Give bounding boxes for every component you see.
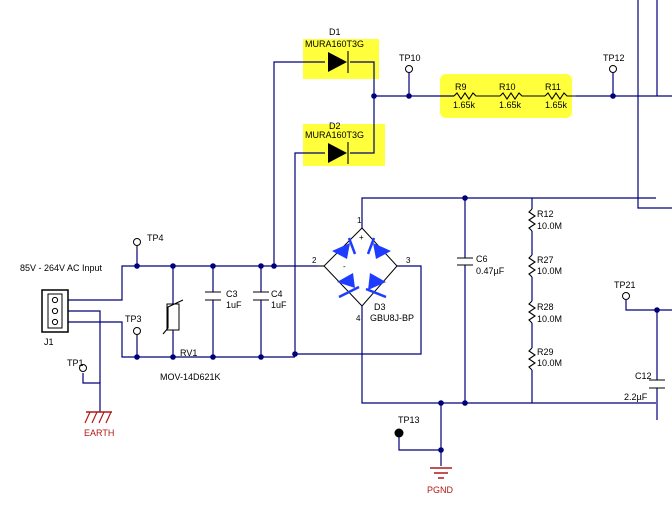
resistor-r27: R27 10.0M xyxy=(528,254,562,278)
diode-d2: D2 MURA160T3G xyxy=(305,121,364,164)
resistor-r29: R29 10.0M xyxy=(528,347,562,371)
tp21-label: TP21 xyxy=(614,280,636,290)
diode-d1: D1 MURA160T3G xyxy=(305,27,364,73)
c12-ref: C12 xyxy=(635,371,652,381)
r11-value: 1.65k xyxy=(545,100,568,110)
c4-value: 1uF xyxy=(271,300,287,310)
resistor-r11: R11 1.65k xyxy=(544,82,576,110)
rv1-value: MOV-14D621K xyxy=(160,372,221,382)
j1-label: J1 xyxy=(44,337,54,347)
r9-value: 1.65k xyxy=(453,100,476,110)
d1-value: MURA160T3G xyxy=(305,39,364,49)
tp21-marker: TP21 xyxy=(614,280,636,300)
capacitor-c4: C4 1uF xyxy=(253,289,287,310)
bridge-rectifier-d3: 1 2 3 4 + - D3 GBU8J-BP xyxy=(312,216,414,323)
resistor-r9: R9 1.65k xyxy=(453,82,500,110)
r12-value: 10.0M xyxy=(537,221,562,231)
d3-pin3: 3 xyxy=(406,256,411,265)
r28-ref: R28 xyxy=(537,302,554,312)
c6-ref: C6 xyxy=(476,254,488,264)
capacitor-c6: C6 0.47µF xyxy=(457,254,505,276)
tp13-label: TP13 xyxy=(398,415,420,425)
tp12-label: TP12 xyxy=(603,53,625,63)
d3-value: GBU8J-BP xyxy=(370,313,414,323)
connector-j1: J1 85V - 264V AC Input xyxy=(20,263,103,347)
tp10-label: TP10 xyxy=(399,53,421,63)
highlight-resistors xyxy=(440,74,572,118)
r27-value: 10.0M xyxy=(537,266,562,276)
tp3-marker: TP3 xyxy=(125,314,142,339)
r10-value: 1.65k xyxy=(499,100,522,110)
r27-ref: R27 xyxy=(537,255,554,265)
tp13-marker: TP13 xyxy=(394,415,420,438)
r29-ref: R29 xyxy=(537,347,554,357)
tp12-marker: TP12 xyxy=(603,53,625,73)
d2-value: MURA160T3G xyxy=(305,130,364,140)
tp10-marker: TP10 xyxy=(399,53,421,73)
r9-ref: R9 xyxy=(455,82,467,92)
c3-ref: C3 xyxy=(226,289,238,299)
resistor-r10: R10 1.65k xyxy=(499,82,545,110)
r10-ref: R10 xyxy=(499,82,516,92)
tp4-label: TP4 xyxy=(147,233,164,243)
test-points: TP10 TP12 TP4 TP3 TP1 TP13 TP21 xyxy=(67,53,636,438)
c6-value: 0.47µF xyxy=(476,266,505,276)
rv1-ref: RV1 xyxy=(180,348,197,358)
d3-minus: - xyxy=(343,262,346,271)
varistor-rv1: RV1 MOV-14D621K xyxy=(160,299,221,382)
capacitor-c3: C3 1uF xyxy=(205,289,242,310)
earth-ground-symbol: EARTH xyxy=(84,411,114,438)
r12-ref: R12 xyxy=(537,209,554,219)
d3-pin1: 1 xyxy=(357,216,362,225)
d3-plus: + xyxy=(359,233,364,242)
d3-pin4: 4 xyxy=(356,314,361,323)
tp1-marker: TP1 xyxy=(67,358,87,372)
d2-ref: D2 xyxy=(329,121,341,131)
pgnd-label: PGND xyxy=(427,485,454,495)
earth-label: EARTH xyxy=(84,428,114,438)
highlight-d2 xyxy=(303,124,385,166)
r29-value: 10.0M xyxy=(537,358,562,368)
junction-dots xyxy=(134,93,660,453)
tp4-marker: TP4 xyxy=(133,233,164,250)
tp3-label: TP3 xyxy=(125,314,142,324)
d3-ref: D3 xyxy=(374,302,386,312)
resistor-r28: R28 10.0M xyxy=(528,300,562,324)
resistor-r12: R12 10.0M xyxy=(528,208,562,232)
d1-ref: D1 xyxy=(329,27,341,37)
c3-value: 1uF xyxy=(226,300,242,310)
c4-ref: C4 xyxy=(271,289,283,299)
tp1-label: TP1 xyxy=(67,358,84,368)
r28-value: 10.0M xyxy=(537,314,562,324)
r11-ref: R11 xyxy=(545,82,561,92)
d3-pin2: 2 xyxy=(312,256,317,265)
c12-value: 2.2µF xyxy=(624,392,648,402)
pgnd-ground-symbol: PGND xyxy=(427,467,454,495)
capacitor-c12: C12 2.2µF xyxy=(624,371,665,402)
ac-input-label: 85V - 264V AC Input xyxy=(20,263,103,273)
wires xyxy=(68,0,672,466)
